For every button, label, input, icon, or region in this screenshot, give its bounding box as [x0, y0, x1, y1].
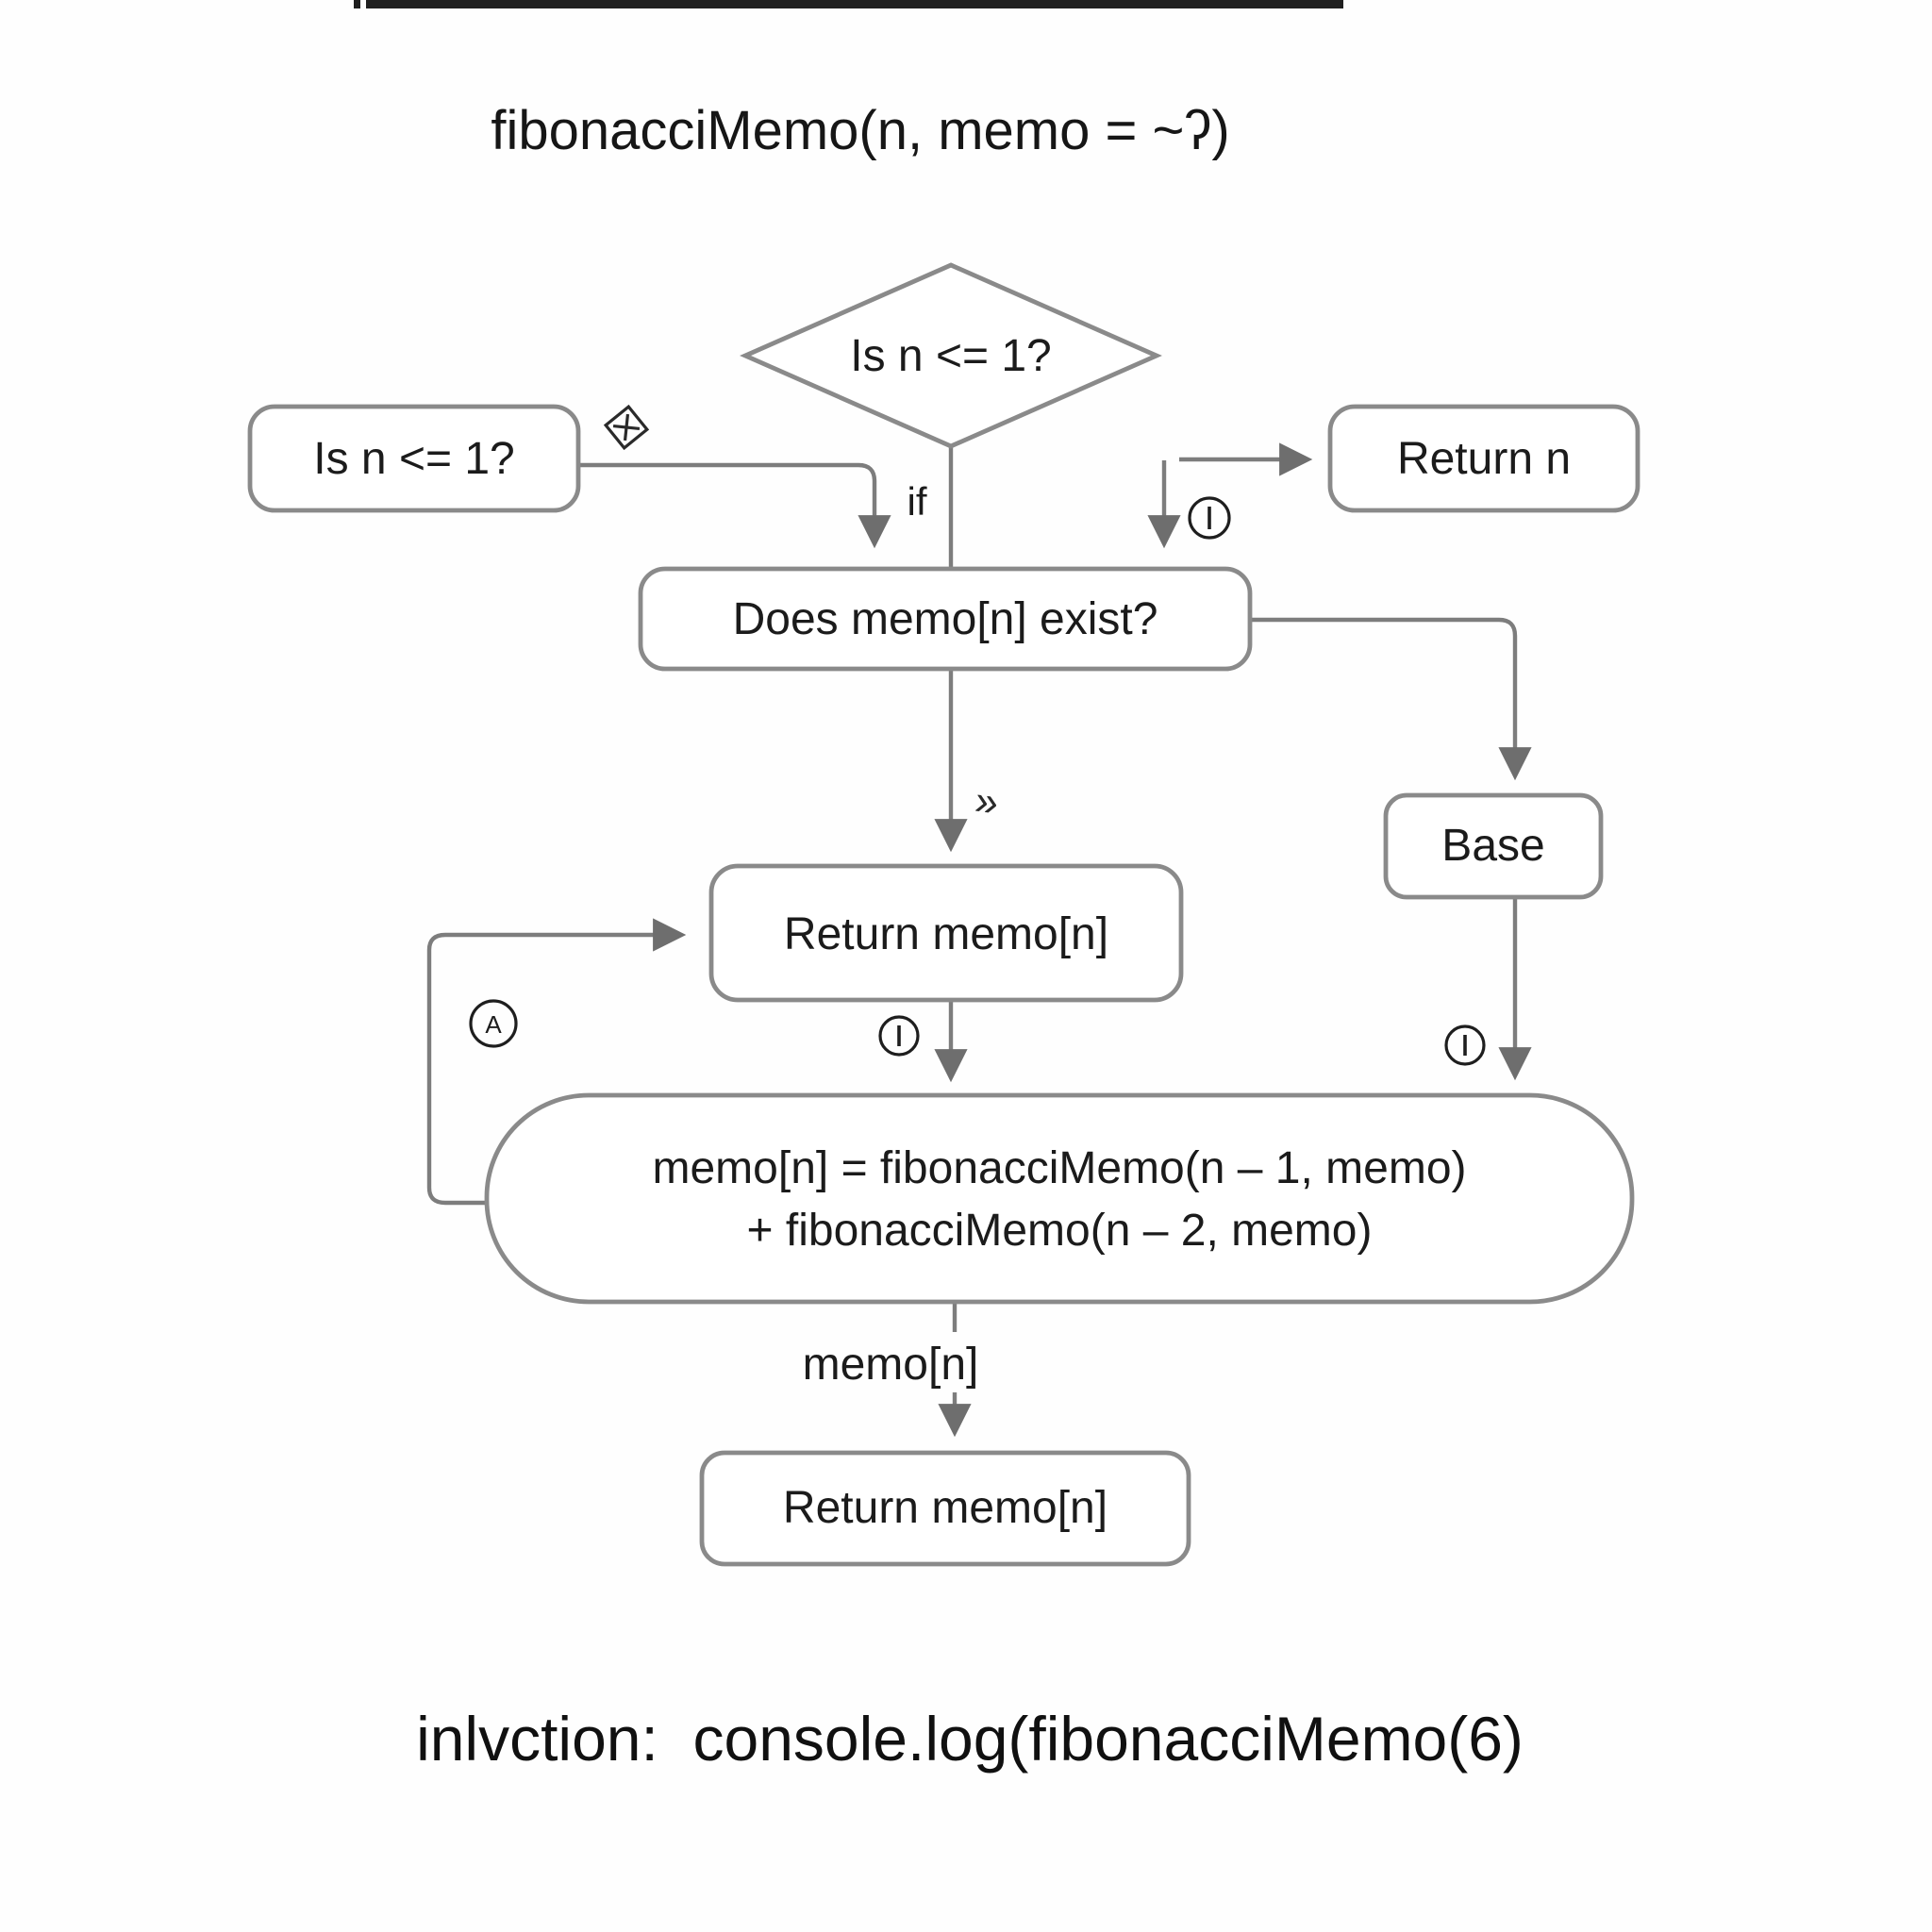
base-label: Base — [1441, 821, 1544, 871]
edge-leftbox-to-memoexists — [578, 462, 891, 549]
edge-loop-recurrence-to-returnmemo — [426, 918, 687, 1206]
circled-a-icon: A — [469, 999, 518, 1048]
circled-i-icon-branch — [1188, 496, 1231, 540]
edge-memoexists-to-base — [1250, 617, 1532, 781]
recurrence-line1: memo[n] = fibonacciMemo(n – 1, memo) — [653, 1143, 1467, 1193]
return-n-label: Return n — [1397, 434, 1571, 484]
return-n-box — [1327, 404, 1641, 513]
diamond-plus-icon — [603, 404, 650, 451]
memo-exists-box — [638, 566, 1253, 672]
memo-n-edge-label: memo[n] — [803, 1340, 979, 1390]
decision-diamond-label: Is n <= 1? — [850, 331, 1052, 381]
return-memo-lower-label: Return memo[n] — [783, 1483, 1108, 1533]
circled-i-icon-center — [878, 1015, 920, 1057]
top-artifact-bar — [366, 0, 1343, 8]
return-memo-lower-box — [699, 1450, 1191, 1567]
return-memo-upper-box — [708, 863, 1184, 1003]
top-artifact-bar-left — [354, 0, 360, 8]
decision-diamond — [740, 262, 1162, 449]
base-box — [1383, 792, 1604, 900]
left-condition-label: Is n <= 1? — [313, 434, 515, 484]
chevron-edge-label: » — [972, 777, 1001, 826]
svg-text:A: A — [485, 1010, 502, 1039]
left-condition-box — [247, 404, 581, 513]
return-memo-upper-label: Return memo[n] — [784, 909, 1108, 959]
recurrence-line2: + fibonacciMemo(n – 2, memo) — [747, 1206, 1373, 1256]
if-edge-label: if — [908, 479, 927, 524]
diagram-title: fibonacciMemo(n, memo = ~ʔ) — [491, 100, 1229, 161]
recurrence-stadium — [484, 1092, 1635, 1305]
caption-invocation: inlvction: console.log(fibonacciMemo(6) — [416, 1704, 1524, 1774]
circled-i-icon-base — [1444, 1024, 1486, 1066]
memo-exists-label: Does memo[n] exist? — [733, 594, 1158, 644]
